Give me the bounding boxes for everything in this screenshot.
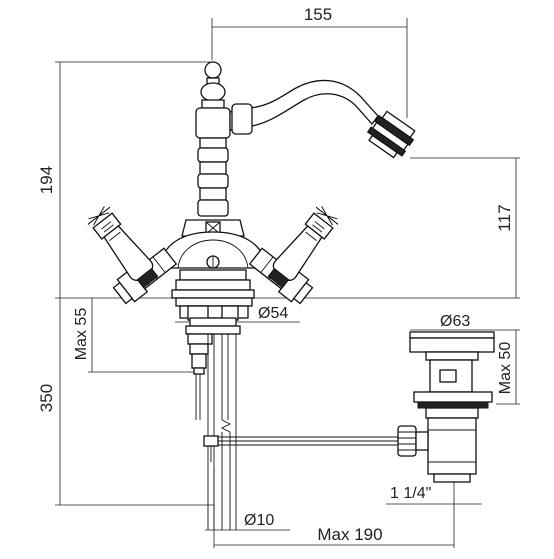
mixer-faucet [87,61,416,530]
dim-diameter-10: Ø10 [244,512,274,529]
dim-117: 117 [495,204,514,231]
pop-up-waste [397,331,495,483]
dimension-labels: 155 194 117 Max 55 Ø54 350 Ø63 Max 50 1 … [37,5,514,544]
dim-155: 155 [304,5,332,24]
dim-max-190: Max 190 [317,525,382,544]
dim-max-50: Max 50 [497,342,514,395]
dim-thread: 1 1/4" [390,485,431,502]
dim-350: 350 [37,384,56,412]
dim-max-55: Max 55 [73,308,90,361]
dim-diameter-63: Ø63 [440,313,470,330]
dim-194: 194 [37,166,56,194]
dim-diameter-54: Ø54 [258,305,288,322]
